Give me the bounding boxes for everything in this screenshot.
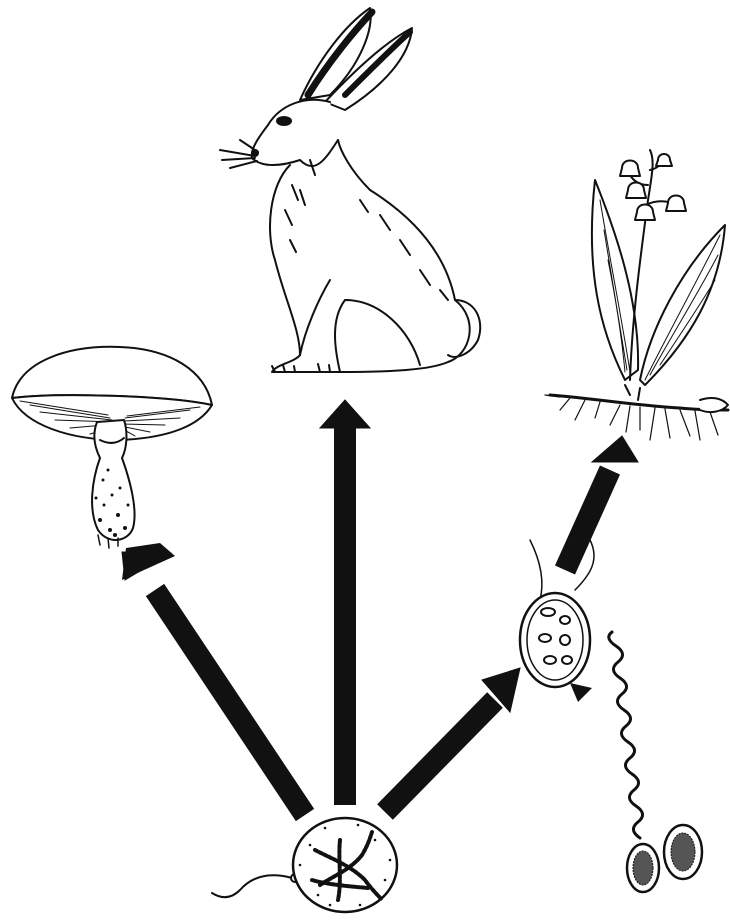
flagellated-cell-icon bbox=[212, 818, 397, 912]
hare-icon bbox=[220, 8, 480, 372]
arrowhead-mushroom bbox=[122, 543, 175, 580]
arrow-to-plant bbox=[565, 436, 638, 570]
arrow-to-algal-cell bbox=[385, 668, 520, 812]
arrow-to-hare bbox=[320, 400, 370, 805]
mushroom-icon bbox=[12, 347, 212, 548]
arrow-to-mushroom bbox=[122, 552, 305, 815]
plant-icon bbox=[545, 150, 728, 440]
